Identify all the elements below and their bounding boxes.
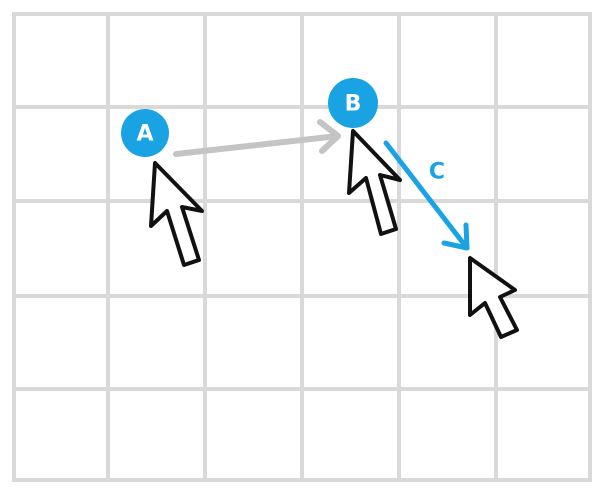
- node-b: B: [328, 78, 378, 128]
- grid: [12, 12, 592, 482]
- arrow-head-icon: [441, 222, 470, 251]
- mouse-cursor-icon: [149, 161, 204, 267]
- edge-label-c: C: [429, 160, 445, 185]
- node-a: A: [121, 109, 169, 157]
- mouse-cursor-icon: [468, 256, 519, 339]
- node-b-circle: [328, 78, 378, 128]
- node-a-label: A: [136, 122, 153, 147]
- edge-a-to-b: [173, 119, 341, 157]
- edge-a-to-b-line: [173, 133, 341, 157]
- edge-b-to-cursor: C: [383, 140, 470, 251]
- arrow-head-icon: [317, 119, 341, 154]
- node-b-label: B: [345, 92, 362, 117]
- mouse-cursor-icon: [347, 129, 402, 236]
- node-a-circle: [121, 109, 169, 157]
- edge-b-to-cursor-line: [383, 140, 470, 251]
